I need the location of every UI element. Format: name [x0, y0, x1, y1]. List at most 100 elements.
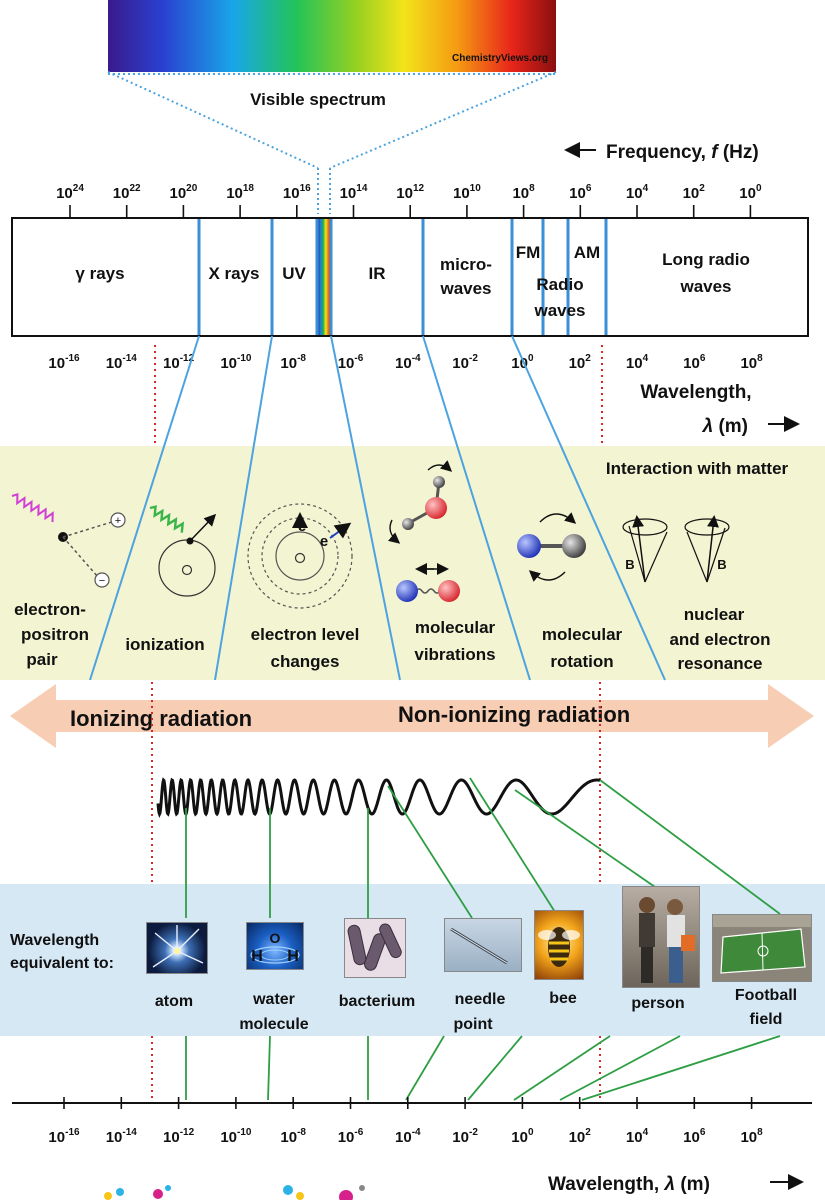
label-pair-line3: pair [26, 650, 58, 669]
frequency-tick-label: 108 [512, 183, 535, 202]
frequency-tick-label: 1012 [396, 183, 424, 202]
frequency-symbol: f [711, 142, 719, 163]
water-molecule-image: O H H [246, 922, 304, 970]
label-needle-line2: point [453, 1016, 493, 1033]
wavelength-top-tick-label: 10-8 [280, 353, 306, 372]
band-ir: IR [369, 264, 386, 283]
wavelength-symbol: λ [702, 416, 714, 437]
band-fm: FM [516, 243, 541, 262]
wavelength-top-tick-label: 10-16 [48, 353, 80, 372]
bee-image [534, 910, 584, 980]
wavelength-top-tick-label: 104 [626, 353, 649, 372]
frequency-tick-label: 1024 [56, 183, 84, 202]
icon-electron-levels: e e [247, 503, 353, 609]
band-am: AM [574, 243, 600, 262]
wavelength-bottom-tick-label: 10-16 [48, 1127, 80, 1146]
label-vibrations-line2: vibrations [414, 645, 495, 664]
electron-symbol-red: e [298, 518, 306, 535]
wavelength-label-top: Wavelength, λ (m) [640, 382, 800, 437]
icon-molecular-rotation [517, 512, 586, 582]
minus-sign: − [99, 575, 105, 587]
band-to-interaction-lines [89, 335, 666, 681]
label-pair-line1: electron- [14, 600, 86, 619]
band-radio-line1: Radio [536, 275, 583, 294]
label-ionization: ionization [125, 635, 204, 654]
svg-text:Frequency, f (Hz): Frequency, f (Hz) [606, 142, 759, 163]
interaction-panel [0, 446, 825, 680]
wavelength-top-tick-label: 10-14 [106, 353, 138, 372]
frequency-label: Frequency, f (Hz) [564, 142, 759, 163]
wavelength-top-tick-label: 102 [569, 353, 592, 372]
equivalents-title-line2: equivalent to: [10, 955, 114, 972]
spectrum-bar: γ rays X rays UV IR micro- waves FM AM R… [11, 217, 809, 337]
frequency-label-text: Frequency, [606, 142, 711, 163]
frequency-tick-label: 1018 [226, 183, 254, 202]
visible-band [317, 219, 331, 335]
svg-text:Wavelength, λ (m): Wavelength, λ (m) [548, 1174, 710, 1195]
water-o-glyph: O [270, 930, 281, 946]
field-symbol-left: B [625, 557, 634, 572]
needle-image [444, 918, 522, 972]
wavelength-bottom-tick-label: 100 [511, 1127, 534, 1146]
label-football-line1: Football [735, 987, 797, 1004]
icon-ionization [149, 505, 217, 597]
band-uv: UV [282, 264, 306, 283]
label-person: person [631, 995, 684, 1012]
label-needle-line1: needle [455, 991, 506, 1008]
label-water-line1: water [252, 991, 295, 1008]
band-xrays: X rays [208, 264, 259, 283]
label-resonance-line2: and electron [669, 630, 770, 649]
frequency-tick-label: 1010 [453, 183, 481, 202]
wavelength-unit: (m) [713, 416, 748, 437]
water-h-glyph-left: H [251, 948, 263, 965]
icon-magnetic-resonance: B B [622, 515, 730, 583]
spectrum-box [11, 217, 809, 337]
ionizing-boundary [151, 345, 603, 1100]
field-symbol-right: B [717, 557, 726, 572]
equivalent-lines [185, 777, 781, 1101]
band-dividers [197, 219, 608, 335]
wavelength-bottom-tick-label: 10-14 [106, 1127, 138, 1146]
bottom-wavelength-label: Wavelength, [548, 1174, 664, 1195]
band-micro-line2: waves [439, 279, 491, 298]
label-rotation-line1: molecular [542, 625, 623, 644]
wavelength-bottom-tick-label: 108 [740, 1127, 763, 1146]
frequency-tick-label: 102 [683, 183, 706, 202]
wavelength-bottom-tick-label: 10-10 [220, 1127, 252, 1146]
wavelength-label-line1: Wavelength, [640, 382, 751, 403]
wavelength-top-tick-label: 106 [683, 353, 706, 372]
watermark: ChemistryViews.org [452, 53, 548, 64]
wavelength-bottom-tick-label: 10-12 [163, 1127, 195, 1146]
wavelength-bottom-tick-label: 102 [569, 1127, 592, 1146]
icon-molecular-vibrations [387, 460, 460, 602]
frequency-tick-label: 1020 [169, 183, 197, 202]
wavelength-bottom-tick-label: 104 [626, 1127, 649, 1146]
frequency-tick-label: 106 [569, 183, 592, 202]
label-water-line2: molecule [239, 1016, 308, 1033]
band-long-line2: waves [679, 277, 731, 296]
plus-sign: + [115, 515, 121, 527]
band-radio-line2: waves [533, 301, 585, 320]
label-atom: atom [155, 993, 193, 1010]
label-electron-line1: electron level [251, 625, 360, 644]
label-resonance-line3: resonance [677, 654, 762, 673]
wavelength-top-tick-label: 10-2 [452, 353, 478, 372]
atom-image [146, 922, 208, 974]
label-football-line2: field [750, 1011, 783, 1028]
radiation-arrow: Ionizing radiation Non-ionizing radiatio… [10, 684, 814, 748]
water-h-glyph-right: H [287, 948, 299, 965]
frequency-tick-label: 1014 [340, 183, 368, 202]
label-rotation-line2: rotation [550, 652, 613, 671]
electron-symbol-blue: e [320, 533, 328, 550]
frequency-tick-label: 100 [739, 183, 762, 202]
icon-pair-production: + − [11, 492, 126, 588]
label-bacterium: bacterium [339, 993, 415, 1010]
label-resonance-line1: nuclear [684, 605, 745, 624]
wavelength-top-tick-label: 10-10 [220, 353, 252, 372]
wavelength-top-tick-label: 10-6 [338, 353, 364, 372]
band-micro-line1: micro- [440, 255, 492, 274]
wavelength-bottom-tick-label: 10-8 [280, 1127, 306, 1146]
